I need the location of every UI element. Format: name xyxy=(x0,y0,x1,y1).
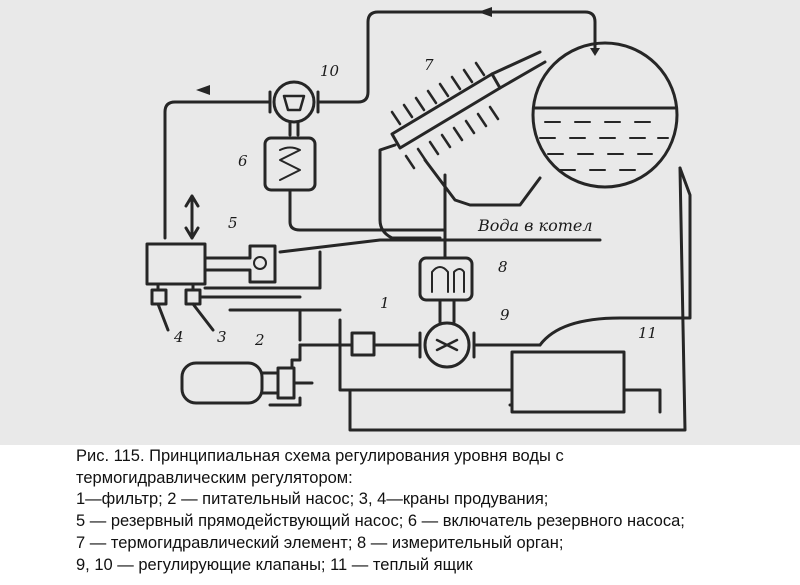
caption-line-1: Рис. 115. Принципиальная схема регулиров… xyxy=(76,447,564,465)
schematic-svg: Вода в котел 1 2 3 4 5 6 7 8 9 10 11 xyxy=(145,7,692,432)
caption-line-5: 7 — термогидравлический элемент; 8 — изм… xyxy=(76,534,564,552)
label-2: 2 xyxy=(254,331,265,349)
label-8: 8 xyxy=(498,258,508,276)
water-to-boiler-line xyxy=(278,238,602,254)
label-7: 7 xyxy=(424,56,434,74)
feed-pump-2 xyxy=(180,361,264,405)
thermohydraulic-element-7 xyxy=(390,50,547,170)
label-9: 9 xyxy=(500,306,510,324)
element7-loop-pipe xyxy=(378,143,442,240)
switch6-line xyxy=(288,188,447,232)
label-11: 11 xyxy=(638,324,657,342)
water-hatching xyxy=(539,121,669,171)
label-10: 10 xyxy=(320,62,340,80)
water-to-boiler-label: Вода в котел xyxy=(477,216,593,235)
measuring-organ-8 xyxy=(418,256,474,302)
valve10-stem xyxy=(288,120,300,137)
valve-9-body xyxy=(423,321,471,369)
caption-line-6: 9, 10 — регулирующие клапаны; 11 — теплы… xyxy=(76,556,473,574)
valve-4 xyxy=(150,288,168,306)
pump-piping xyxy=(203,250,342,342)
label-6: 6 xyxy=(238,152,248,170)
reserve-pump-5 xyxy=(145,242,207,286)
schematic-figure: Вода в котел 1 2 3 4 5 6 7 8 9 10 11 xyxy=(145,7,692,432)
valve-10-body xyxy=(272,80,316,124)
element7-lower-pipe xyxy=(423,158,542,207)
label-1: 1 xyxy=(380,294,390,312)
label-4: 4 xyxy=(173,328,184,346)
figure-caption: Рис. 115. Принципиальная схема регулиров… xyxy=(0,445,800,585)
boiler-drum xyxy=(531,41,679,189)
label-5: 5 xyxy=(228,214,238,232)
steam-arrows xyxy=(184,194,200,240)
warm-tank-11 xyxy=(510,350,626,414)
caption-line-3: 1—фильтр; 2 — питательный насос; 3, 4—кр… xyxy=(76,490,549,508)
label-3: 3 xyxy=(217,328,227,346)
top-return-pipe xyxy=(316,10,597,104)
filter-1 xyxy=(350,331,376,357)
flow-arrows xyxy=(196,7,600,95)
caption-line-2: термогидравлическим регулятором: xyxy=(76,469,353,487)
left-pipe-to-pump5 xyxy=(163,100,272,240)
valve-3 xyxy=(184,288,202,306)
caption-line-4: 5 — резервный прямодействующий насос; 6 … xyxy=(76,512,685,530)
